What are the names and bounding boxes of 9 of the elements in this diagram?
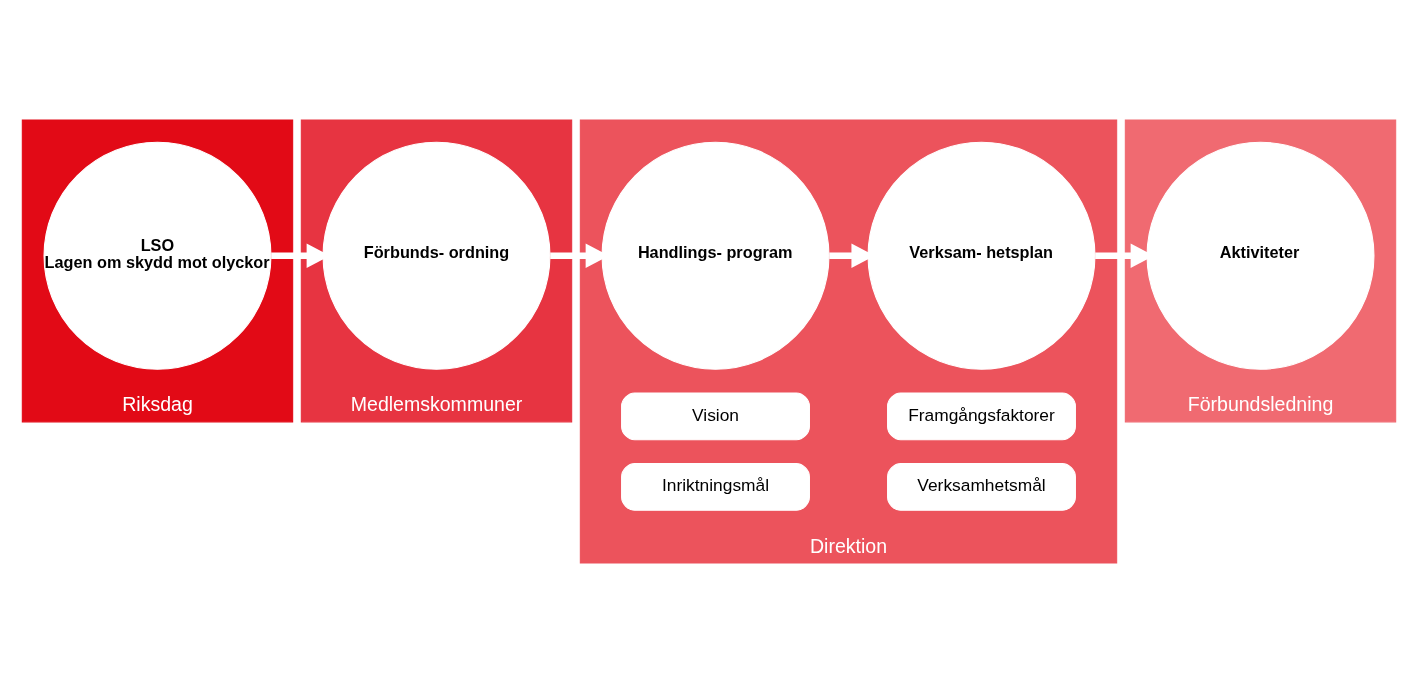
node-box: Vision [620, 392, 810, 441]
node-box: Framgångsfaktorer [886, 392, 1076, 441]
node-circle: Handlings- program [601, 141, 829, 370]
node-circle: Förbunds- ordning [322, 141, 550, 370]
node-box: Verksamhetsmål [886, 463, 1076, 511]
node-box: Inriktningsmål [620, 463, 810, 511]
node-circle: Aktiviteter [1146, 141, 1374, 370]
node-circle: Verksam- hetsplan [867, 141, 1095, 370]
node-circle: LSO Lagen om skydd mot olyckor [43, 141, 271, 370]
